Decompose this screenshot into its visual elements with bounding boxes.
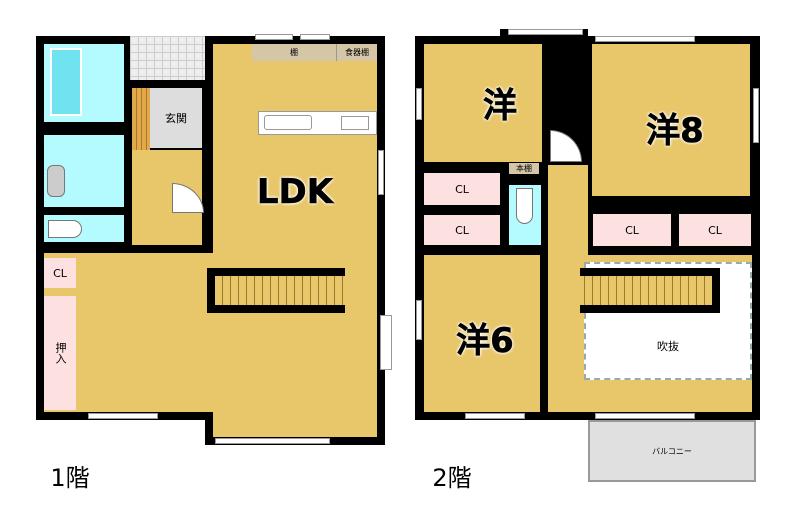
washroom xyxy=(44,135,124,207)
western-8-room xyxy=(592,44,750,196)
window xyxy=(416,88,422,120)
ldk-room xyxy=(213,44,377,437)
stove-icon xyxy=(341,116,369,130)
kitchen-counter xyxy=(258,111,377,135)
window xyxy=(753,88,759,143)
staircase-1f xyxy=(207,268,345,313)
cupboard-label: 食器棚 xyxy=(337,44,377,61)
oshiire-label: 押入 xyxy=(44,296,76,410)
kitchen-sink-icon xyxy=(264,115,312,130)
window xyxy=(215,438,330,444)
ldk-label: LDK xyxy=(256,172,334,213)
bathroom xyxy=(44,44,124,122)
bay-window xyxy=(380,315,392,370)
window xyxy=(300,34,330,40)
western-room xyxy=(424,44,542,162)
closet-2f: CL xyxy=(424,215,500,245)
window xyxy=(595,36,695,42)
window xyxy=(88,413,158,419)
bookshelf-label: 本棚 xyxy=(509,163,539,174)
window xyxy=(378,150,384,195)
closet-2f: CL xyxy=(679,214,751,246)
entrance-porch-tile xyxy=(130,36,205,80)
floor2-label: 2階 xyxy=(432,463,472,492)
window xyxy=(255,34,293,40)
window xyxy=(595,413,695,419)
toilet-icon xyxy=(516,188,533,224)
door-icon xyxy=(172,183,204,213)
sink-icon xyxy=(47,165,65,197)
shelf-label: 棚 xyxy=(252,44,337,61)
window xyxy=(416,300,422,340)
western-8-label: 洋8 xyxy=(646,110,704,151)
hallway-2f xyxy=(548,165,588,257)
balcony-label: バルコニー xyxy=(588,420,756,482)
floor1-label: 1階 xyxy=(50,463,90,492)
western-room-label: 洋 xyxy=(483,85,518,126)
staircase-2f xyxy=(580,268,720,313)
window xyxy=(465,413,525,419)
window xyxy=(508,29,583,35)
genkan-label: 玄関 xyxy=(150,88,202,148)
toilet-icon xyxy=(48,220,82,238)
closet-2f: CL xyxy=(424,173,500,205)
toilet-room-1f xyxy=(44,215,124,242)
closet-2f: CL xyxy=(593,214,671,246)
western-6-label: 洋6 xyxy=(456,320,514,361)
toilet-room-2f xyxy=(509,185,541,245)
western-6-room xyxy=(424,255,540,412)
bathtub-icon xyxy=(50,48,82,116)
entrance-step xyxy=(132,88,150,150)
closet-1f: CL xyxy=(44,258,76,288)
atrium-label: 吹抜 xyxy=(657,340,679,353)
